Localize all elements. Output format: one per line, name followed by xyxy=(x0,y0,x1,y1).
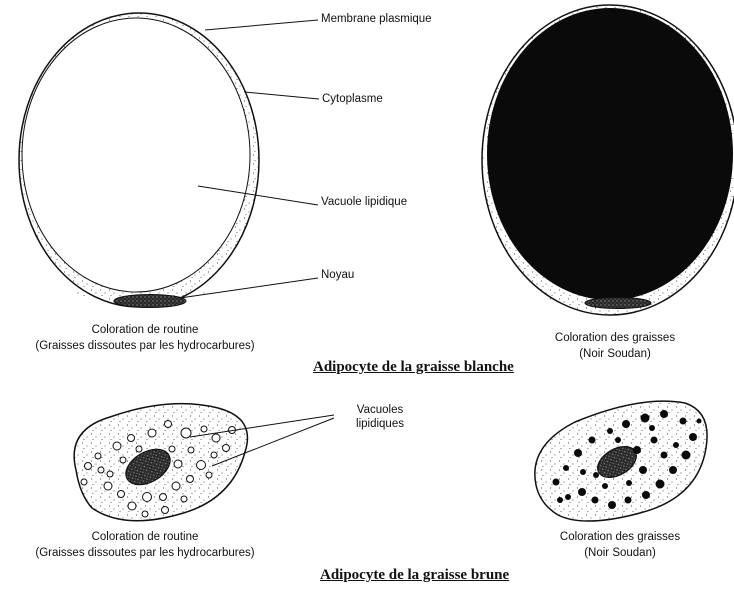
lipid-droplet-stained xyxy=(641,414,650,423)
label-lipid-vacuole: Vacuole lipidique xyxy=(321,195,407,209)
lipid-vacuole-droplet xyxy=(211,452,217,458)
lipid-vacuole-droplet xyxy=(162,507,169,514)
caption-white-routine-line2: (Graisses dissoutes par les hydrocarbure… xyxy=(0,338,290,354)
lipid-vacuole-droplet xyxy=(95,453,101,459)
lipid-vacuole-droplet xyxy=(107,471,113,477)
lipid-vacuole-droplet xyxy=(81,479,87,485)
lipid-droplet-stained xyxy=(608,501,616,509)
lipid-droplet-stained xyxy=(580,469,586,475)
lipid-vacuole-droplet xyxy=(128,502,136,510)
lipid-droplet-stained xyxy=(589,437,596,444)
lipid-droplet-stained xyxy=(669,466,677,474)
lipid-droplet-stained xyxy=(578,488,586,496)
label-lipid-vacuoles-line2: lipidiques xyxy=(340,417,420,431)
lipid-vacuole-droplet xyxy=(120,457,126,463)
lipid-droplet-stained xyxy=(633,446,641,454)
lipid-vacuole-droplet xyxy=(136,446,142,452)
caption-brown-sudan: Coloration des graisses (Noir Soudan) xyxy=(525,529,715,561)
label-lipid-vacuoles-line1: Vacuoles xyxy=(340,403,420,417)
nucleus-sudan xyxy=(585,298,651,309)
label-nucleus: Noyau xyxy=(321,268,354,282)
lipid-vacuole-droplet xyxy=(181,428,191,438)
lipid-vacuole-droplet xyxy=(118,491,125,498)
caption-brown-routine: Coloration de routine (Graisses dissoute… xyxy=(0,529,290,561)
lipid-vacuole-droplet xyxy=(181,496,187,502)
caption-white-routine-line1: Coloration de routine xyxy=(0,322,290,338)
caption-white-sudan-line1: Coloration des graisses xyxy=(520,330,710,346)
lipid-droplet-stained xyxy=(565,494,571,500)
lipid-droplet-stained xyxy=(673,442,679,448)
lipid-vacuole-droplet xyxy=(223,445,230,452)
caption-brown-routine-line2: (Graisses dissoutes par les hydrocarbure… xyxy=(0,545,290,561)
caption-brown-sudan-line1: Coloration des graisses xyxy=(525,529,715,545)
label-lipid-vacuoles: Vacuoles lipidiques xyxy=(340,403,420,431)
lipid-vacuole-droplet xyxy=(197,461,206,470)
lipid-vacuole-droplet xyxy=(142,511,148,517)
lipid-droplet-stained xyxy=(622,420,630,428)
lipid-vacuole-droplet xyxy=(206,472,212,478)
lipid-droplet-stained xyxy=(651,437,658,444)
white-adipocyte-routine xyxy=(19,13,259,308)
lipid-droplet-stained xyxy=(593,472,599,478)
lipid-vacuole-droplet xyxy=(160,494,167,501)
lipid-droplet-stained xyxy=(680,418,687,425)
lipid-droplet-stained xyxy=(660,410,668,418)
lipid-vacuole-droplet xyxy=(98,467,104,473)
lipid-droplet-stained xyxy=(553,479,560,486)
lipid-vacuole-droplet xyxy=(187,476,194,483)
lipid-droplet-stained xyxy=(682,451,691,460)
title-brown-fat: Adipocyte de la graisse brune xyxy=(320,567,509,584)
label-cytoplasm: Cytoplasme xyxy=(322,92,383,106)
lipid-droplet-stained xyxy=(574,449,582,457)
caption-white-sudan: Coloration des graisses (Noir Soudan) xyxy=(520,330,710,362)
lipid-droplet-stained xyxy=(656,480,665,489)
lipid-droplet-stained xyxy=(626,480,632,486)
lipid-vacuole-droplet xyxy=(169,446,175,452)
lipid-droplet-stained xyxy=(563,465,569,471)
lipid-vacuole-droplet xyxy=(143,493,152,502)
lipid-droplet-stained xyxy=(639,466,647,474)
lipid-droplet-stained xyxy=(607,428,613,434)
caption-brown-sudan-line2: (Noir Soudan) xyxy=(525,545,715,561)
white-adipocyte-sudan xyxy=(482,5,734,315)
lipid-droplet-stained xyxy=(697,419,702,424)
lipid-vacuole-droplet xyxy=(174,460,182,468)
label-plasma-membrane: Membrane plasmique xyxy=(321,12,432,26)
lipid-vacuole-droplet xyxy=(85,463,92,470)
lipid-vacuole-droplet xyxy=(104,482,112,490)
lipid-vacuole-droplet xyxy=(113,442,121,450)
brown-adipocyte-sudan xyxy=(535,401,707,521)
lipid-vacuole-droplet xyxy=(148,429,156,437)
lipid-vacuole-droplet xyxy=(172,482,180,490)
caption-white-sudan-line2: (Noir Soudan) xyxy=(520,346,710,362)
lipid-droplet-stained xyxy=(557,497,563,503)
lipid-vacuole-droplet xyxy=(201,426,207,432)
lipid-vacuole-droplet xyxy=(165,421,172,428)
caption-brown-routine-line1: Coloration de routine xyxy=(0,529,290,545)
lipid-vacuole-droplet xyxy=(128,435,135,442)
lipid-droplet-stained xyxy=(602,483,608,489)
lipid-droplet-stained xyxy=(642,491,650,499)
lipid-droplet-stained xyxy=(592,497,599,504)
lipid-droplet-stained xyxy=(661,452,668,459)
lipid-droplet-stained xyxy=(689,433,697,441)
lipid-droplet-stained xyxy=(649,425,655,431)
lipid-vacuole-sudan xyxy=(487,8,733,300)
lipid-vacuole-droplet xyxy=(212,434,220,442)
caption-white-routine: Coloration de routine (Graisses dissoute… xyxy=(0,322,290,354)
nucleus xyxy=(114,295,186,308)
lipid-droplet-stained xyxy=(625,497,632,504)
lipid-vacuole-droplet xyxy=(188,447,194,453)
lipid-droplet-stained xyxy=(615,437,621,443)
title-white-fat: Adipocyte de la graisse blanche xyxy=(313,359,514,376)
lipid-vacuole xyxy=(22,18,250,292)
